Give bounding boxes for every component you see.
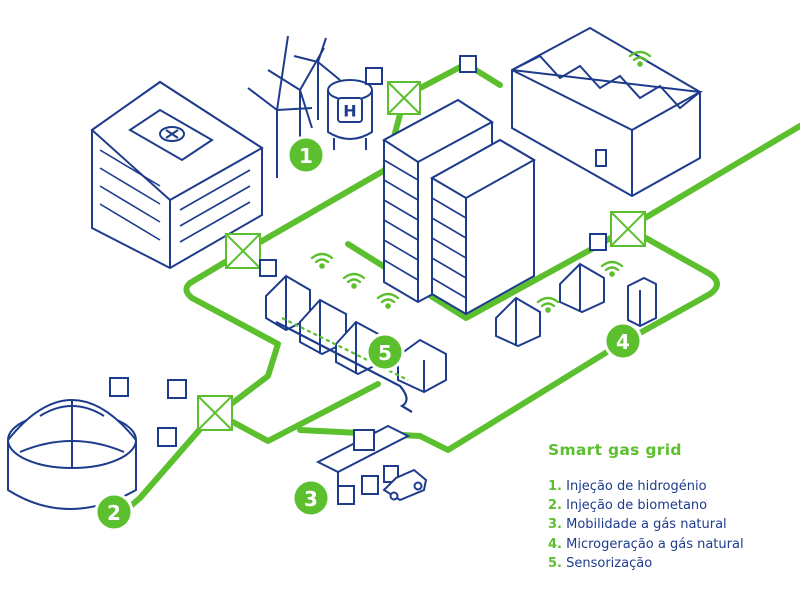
legend-item-2-label: Injeção de biometano xyxy=(566,498,708,514)
legend-item-4-label: Microgeração a gás natural xyxy=(566,536,744,552)
sensor-box-4-icon xyxy=(589,233,607,251)
legend-item-1-label: Injeção de hidrogénio xyxy=(566,479,707,494)
pipeline-to-factory xyxy=(625,123,800,231)
marker-5: 5 xyxy=(365,332,405,372)
house-6-icon xyxy=(559,262,605,314)
sensor-box-6-icon xyxy=(167,379,187,399)
legend-item-1: 1. Injeção de hidrogénio xyxy=(548,477,793,496)
office-towers xyxy=(382,98,537,316)
sensor-network xyxy=(275,317,413,413)
sensor-box-7-icon xyxy=(157,427,177,447)
wifi-icon-house-b xyxy=(342,272,366,289)
wifi-icon-house-a xyxy=(310,252,334,269)
gas-meter-nodes xyxy=(197,81,646,431)
wifi-icon-house-e xyxy=(600,260,624,277)
legend-item-4-number: 4. xyxy=(548,536,562,552)
factory-building xyxy=(511,26,704,198)
marker-3-label: 3 xyxy=(304,487,318,511)
numbered-markers: 1 2 3 4 5 xyxy=(94,135,643,532)
wifi-icon-factory xyxy=(628,50,652,67)
wireless-signals xyxy=(310,50,652,313)
wifi-icon-house-d xyxy=(536,296,560,313)
sensor-boxes xyxy=(109,55,607,447)
marker-3: 3 xyxy=(291,478,331,518)
marker-4: 4 xyxy=(603,321,643,361)
marker-2-label: 2 xyxy=(107,501,121,525)
legend-list: 1. Injeção de hidrogénio 2. Injeção de b… xyxy=(548,477,793,573)
microgeneration-unit xyxy=(627,276,657,328)
sensor-box-1-icon xyxy=(259,259,277,277)
wind-turbines xyxy=(247,35,341,178)
legend-title: Smart gas grid xyxy=(548,441,682,459)
marker-5-label: 5 xyxy=(378,341,392,365)
hospital-building xyxy=(90,80,264,270)
marker-1-label: 1 xyxy=(299,144,313,168)
biomethane-digester xyxy=(7,399,137,510)
house-5-icon xyxy=(495,296,541,348)
pipeline-lower-link xyxy=(417,341,623,453)
hydrogen-letter: H xyxy=(343,102,356,121)
marker-1: 1 xyxy=(286,135,326,175)
house-4-icon xyxy=(397,338,447,394)
marker-2: 2 xyxy=(94,492,134,532)
wifi-icon-house-c xyxy=(376,292,400,309)
hydrogen-tank: H xyxy=(327,79,373,150)
legend: Smart gas grid 1. Injeção de hidrogénio … xyxy=(548,441,793,573)
pipeline-right-loop xyxy=(617,225,720,347)
legend-item-5: 5. Sensorização xyxy=(548,554,793,573)
legend-item-5-label: Sensorização xyxy=(566,555,653,571)
legend-item-3: 3. Mobilidade a gás natural xyxy=(548,515,793,534)
meter-node-biogas-icon xyxy=(197,395,233,431)
legend-item-1-number: 1. xyxy=(548,479,562,494)
legend-item-2-number: 2. xyxy=(548,498,562,514)
sensor-box-5-icon xyxy=(109,377,129,397)
pipeline-main-loop xyxy=(183,249,381,444)
meter-node-hospital-icon xyxy=(225,233,261,269)
legend-item-3-number: 3. xyxy=(548,517,562,533)
meter-node-hydrogen-icon xyxy=(387,81,421,115)
pipeline-to-hospital xyxy=(239,167,388,255)
helipad-cross-icon xyxy=(159,126,185,142)
wind-turbine-3-icon xyxy=(293,37,341,120)
legend-item-2: 2. Injeção de biometano xyxy=(548,496,793,515)
sensor-box-3-icon xyxy=(459,55,477,73)
sensor-box-2-icon xyxy=(365,67,383,85)
car-icon xyxy=(382,468,428,502)
marker-4-label: 4 xyxy=(616,330,630,354)
legend-item-4: 4. Microgeração a gás natural xyxy=(548,535,793,554)
legend-item-5-number: 5. xyxy=(548,555,562,571)
natural-gas-station xyxy=(315,424,428,505)
legend-item-3-label: Mobilidade a gás natural xyxy=(566,517,727,533)
meter-node-city-icon xyxy=(610,211,646,247)
